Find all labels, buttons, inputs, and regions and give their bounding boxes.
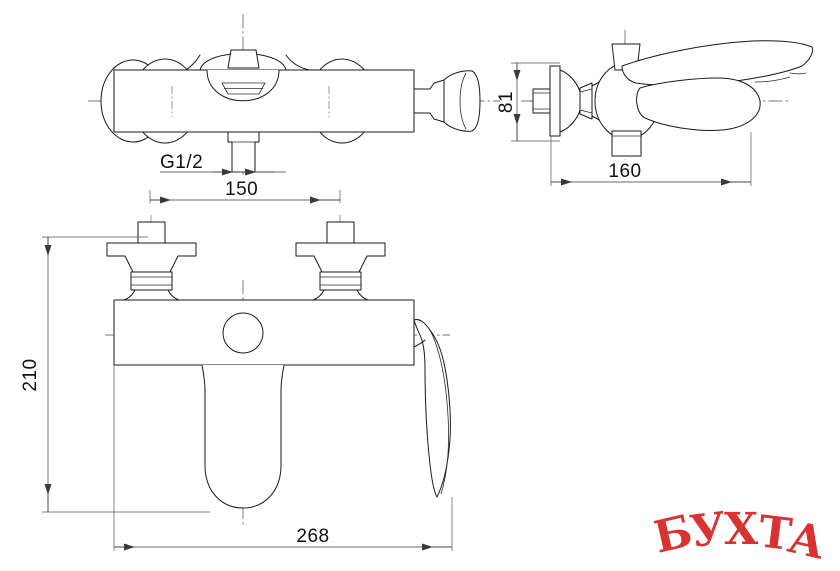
top-view-cap <box>227 49 260 69</box>
side-view-nut-line-2 <box>579 109 593 114</box>
front-view-lever <box>413 319 451 498</box>
side-view-lever-underline <box>754 76 791 83</box>
top-view-outlet-neck <box>413 79 445 123</box>
top-view-blend-right <box>285 54 311 71</box>
front-view-lever-neck-lower <box>413 339 426 348</box>
top-view-inlet-spigot <box>227 131 260 173</box>
front-view-indicator-circle <box>222 312 264 354</box>
front-view-right-valve-stem <box>326 221 355 244</box>
front-view-right-valve-base <box>312 289 369 301</box>
side-view-group: 81 160 <box>496 30 813 186</box>
dim-210-label: 210 <box>20 358 41 391</box>
side-view-bottom-spigot <box>611 130 642 157</box>
front-view-lever-inner-edge <box>429 329 449 495</box>
top-view-group: G1/2 150 <box>88 14 500 204</box>
g12-label: G1/2 <box>160 152 203 173</box>
side-view-lever-tip-detail <box>789 72 807 75</box>
front-view-right-valve-flange <box>295 242 386 273</box>
front-view-group: 210 268 <box>20 215 453 551</box>
side-view-spout <box>636 77 761 131</box>
side-view-lever <box>621 40 813 86</box>
front-view-left-valve-nut <box>130 271 173 291</box>
top-view-body <box>113 69 415 133</box>
top-view-outlet-flare-inner <box>459 72 467 130</box>
front-view-spout <box>201 364 285 509</box>
dim-81-label: 81 <box>496 91 517 113</box>
front-view-left-valve-stem <box>137 221 166 244</box>
dim-268-label: 268 <box>296 526 329 547</box>
front-view-left-valve-flange <box>106 242 197 273</box>
front-view-left-valve-base <box>123 289 180 301</box>
dim-160-label: 160 <box>608 161 641 182</box>
side-view-escutcheon-cone <box>559 69 581 133</box>
side-view-nut-line-1 <box>579 88 593 93</box>
side-view-escutcheon-plate <box>549 65 561 137</box>
top-view-outlet-flare <box>443 70 481 132</box>
dim-150-label: 150 <box>225 179 258 200</box>
side-view-hex-nut <box>579 82 593 120</box>
top-view-blend-left <box>185 54 201 71</box>
front-view-body <box>113 299 415 366</box>
front-view-right-valve-nut <box>319 271 362 291</box>
